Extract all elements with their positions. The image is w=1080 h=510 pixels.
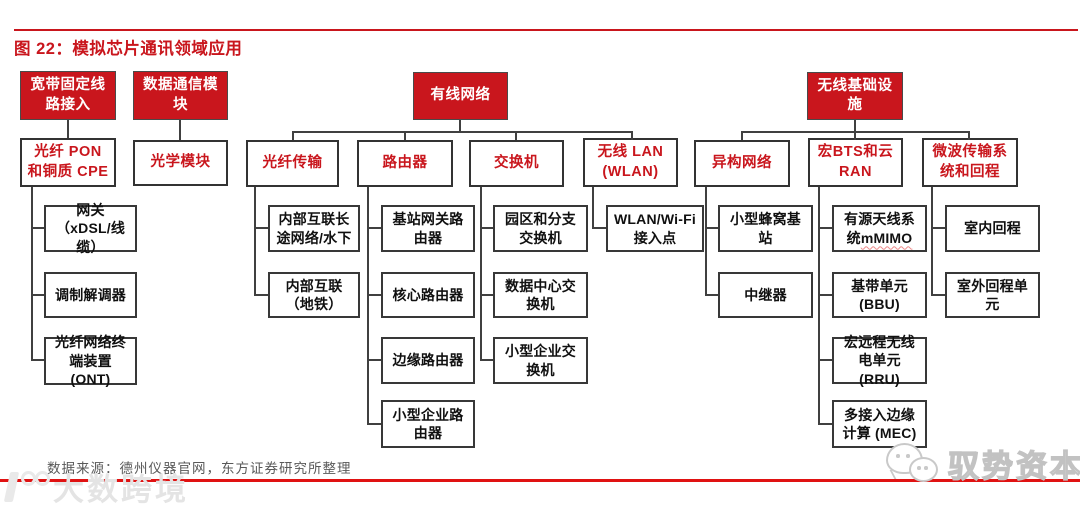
connector-line (818, 187, 820, 425)
watermark-bottom-left: 大数跨境 (3, 464, 189, 509)
node-outdoor-backhaul-unit: 室外回程单元 (945, 272, 1040, 318)
node-base-station-gateway-router: 基站网关路由器 (381, 205, 475, 252)
node-remote-radio-unit-rru: 宏远程无线电单元 (RRU) (832, 334, 927, 387)
node-indoor-backhaul: 室内回程 (945, 205, 1040, 252)
connector-line (818, 423, 832, 425)
connector-line (480, 187, 482, 361)
connector-line (31, 227, 44, 229)
node-interconnect-longhaul-subsea: 内部互联长途网络/水下 (268, 205, 360, 252)
node-campus-branch-switch: 园区和分支交换机 (493, 205, 588, 252)
header-wired-network: 有线网络 (413, 72, 508, 120)
node-gateway-xdsl-cable: 网关（xDSL/线缆） (44, 202, 137, 255)
top-red-rule (14, 29, 1078, 31)
header-broadband-fixed-line-access: 宽带固定线路接入 (20, 71, 116, 120)
connector-line (31, 294, 44, 296)
bottom-red-rule (0, 479, 1080, 482)
node-active-antenna-mmimo: 有源天线系统mMIMO (832, 205, 927, 252)
connector-line (31, 187, 33, 361)
connector-line (931, 187, 933, 296)
node-active-antenna-mmimo-label: 有源天线系统mMIMO (844, 211, 915, 246)
node-smb-router: 小型企业路由器 (381, 400, 475, 448)
watermark-bottom-right: 驭势资本 (884, 440, 1080, 486)
node-switch: 交换机 (469, 140, 564, 187)
node-router: 路由器 (357, 140, 453, 187)
node-optical-module: 光学模块 (133, 140, 228, 186)
connector-line (968, 131, 970, 140)
connector-line (292, 131, 294, 140)
node-modem: 调制解调器 (44, 272, 137, 318)
node-fiber-transmission: 光纤传输 (246, 140, 339, 187)
connector-line (931, 294, 945, 296)
connector-line (480, 227, 493, 229)
connector-line (31, 359, 44, 361)
connector-line (480, 359, 493, 361)
node-macro-bts-cloud-ran: 宏BTS和云RAN (808, 138, 903, 187)
connector-line (367, 359, 381, 361)
connector-line (367, 423, 381, 425)
connector-line (705, 227, 718, 229)
connector-line (741, 131, 743, 140)
node-interconnect-metro: 内部互联（地铁） (268, 272, 360, 318)
node-edge-router: 边缘路由器 (381, 337, 475, 384)
node-core-router: 核心路由器 (381, 272, 475, 318)
node-small-cell-base-station: 小型蜂窝基站 (718, 205, 813, 252)
node-heterogeneous-network: 异构网络 (694, 140, 790, 187)
connector-line (818, 359, 832, 361)
connector-line (631, 131, 633, 140)
connector-line (367, 187, 369, 425)
connector-line (854, 131, 856, 140)
watermark-bottom-right-text: 驭势资本 (947, 448, 1080, 484)
connector-line (254, 227, 268, 229)
header-data-comm-module: 数据通信模块 (133, 71, 228, 120)
node-microwave-transport-backhaul: 微波传输系统和回程 (922, 138, 1018, 187)
connector-line (404, 131, 406, 140)
connector-line (592, 187, 594, 229)
node-repeater: 中继器 (718, 272, 813, 318)
wechat-chat-bubbles-icon (884, 440, 940, 486)
connector-line (67, 120, 69, 138)
connector-line (592, 227, 606, 229)
connector-line (705, 294, 718, 296)
connector-line (254, 294, 268, 296)
node-multi-access-edge-computing-mec: 多接入边缘计算 (MEC) (832, 400, 927, 448)
connector-line (515, 131, 517, 140)
watermark-bottom-left-text: 大数跨境 (53, 472, 189, 507)
connector-line (179, 120, 181, 140)
spellcheck-underline: mMIMO (860, 229, 913, 246)
node-wlan-wifi-access-point: WLAN/Wi-Fi 接入点 (606, 205, 704, 252)
connector-line (854, 120, 856, 131)
connector-line (818, 227, 832, 229)
connector-line (818, 294, 832, 296)
node-ont: 光纤网络终端装置 (ONT) (44, 334, 137, 387)
dashukuajing-logo-icon (3, 470, 50, 504)
node-data-center-switch: 数据中心交换机 (493, 272, 588, 318)
connector-line (367, 227, 381, 229)
data-source-note: 数据来源：德州仪器官网，东方证券研究所整理 (47, 461, 352, 476)
node-fiber-pon-copper-cpe: 光纤 PON 和铜质 CPE (20, 138, 116, 187)
connector-line (292, 131, 633, 133)
connector-line (459, 120, 461, 131)
figure-title: 图 22：模拟芯片通讯领域应用 (14, 40, 243, 58)
connector-line (254, 187, 256, 296)
node-smb-switch: 小型企业交换机 (493, 337, 588, 384)
connector-line (705, 187, 707, 296)
connector-line (480, 294, 493, 296)
node-baseband-unit-bbu: 基带单元 (BBU) (832, 272, 927, 318)
connector-line (931, 227, 945, 229)
connector-line (367, 294, 381, 296)
header-wireless-infrastructure: 无线基础设施 (807, 72, 903, 120)
node-wireless-lan: 无线 LAN (WLAN) (583, 138, 678, 187)
